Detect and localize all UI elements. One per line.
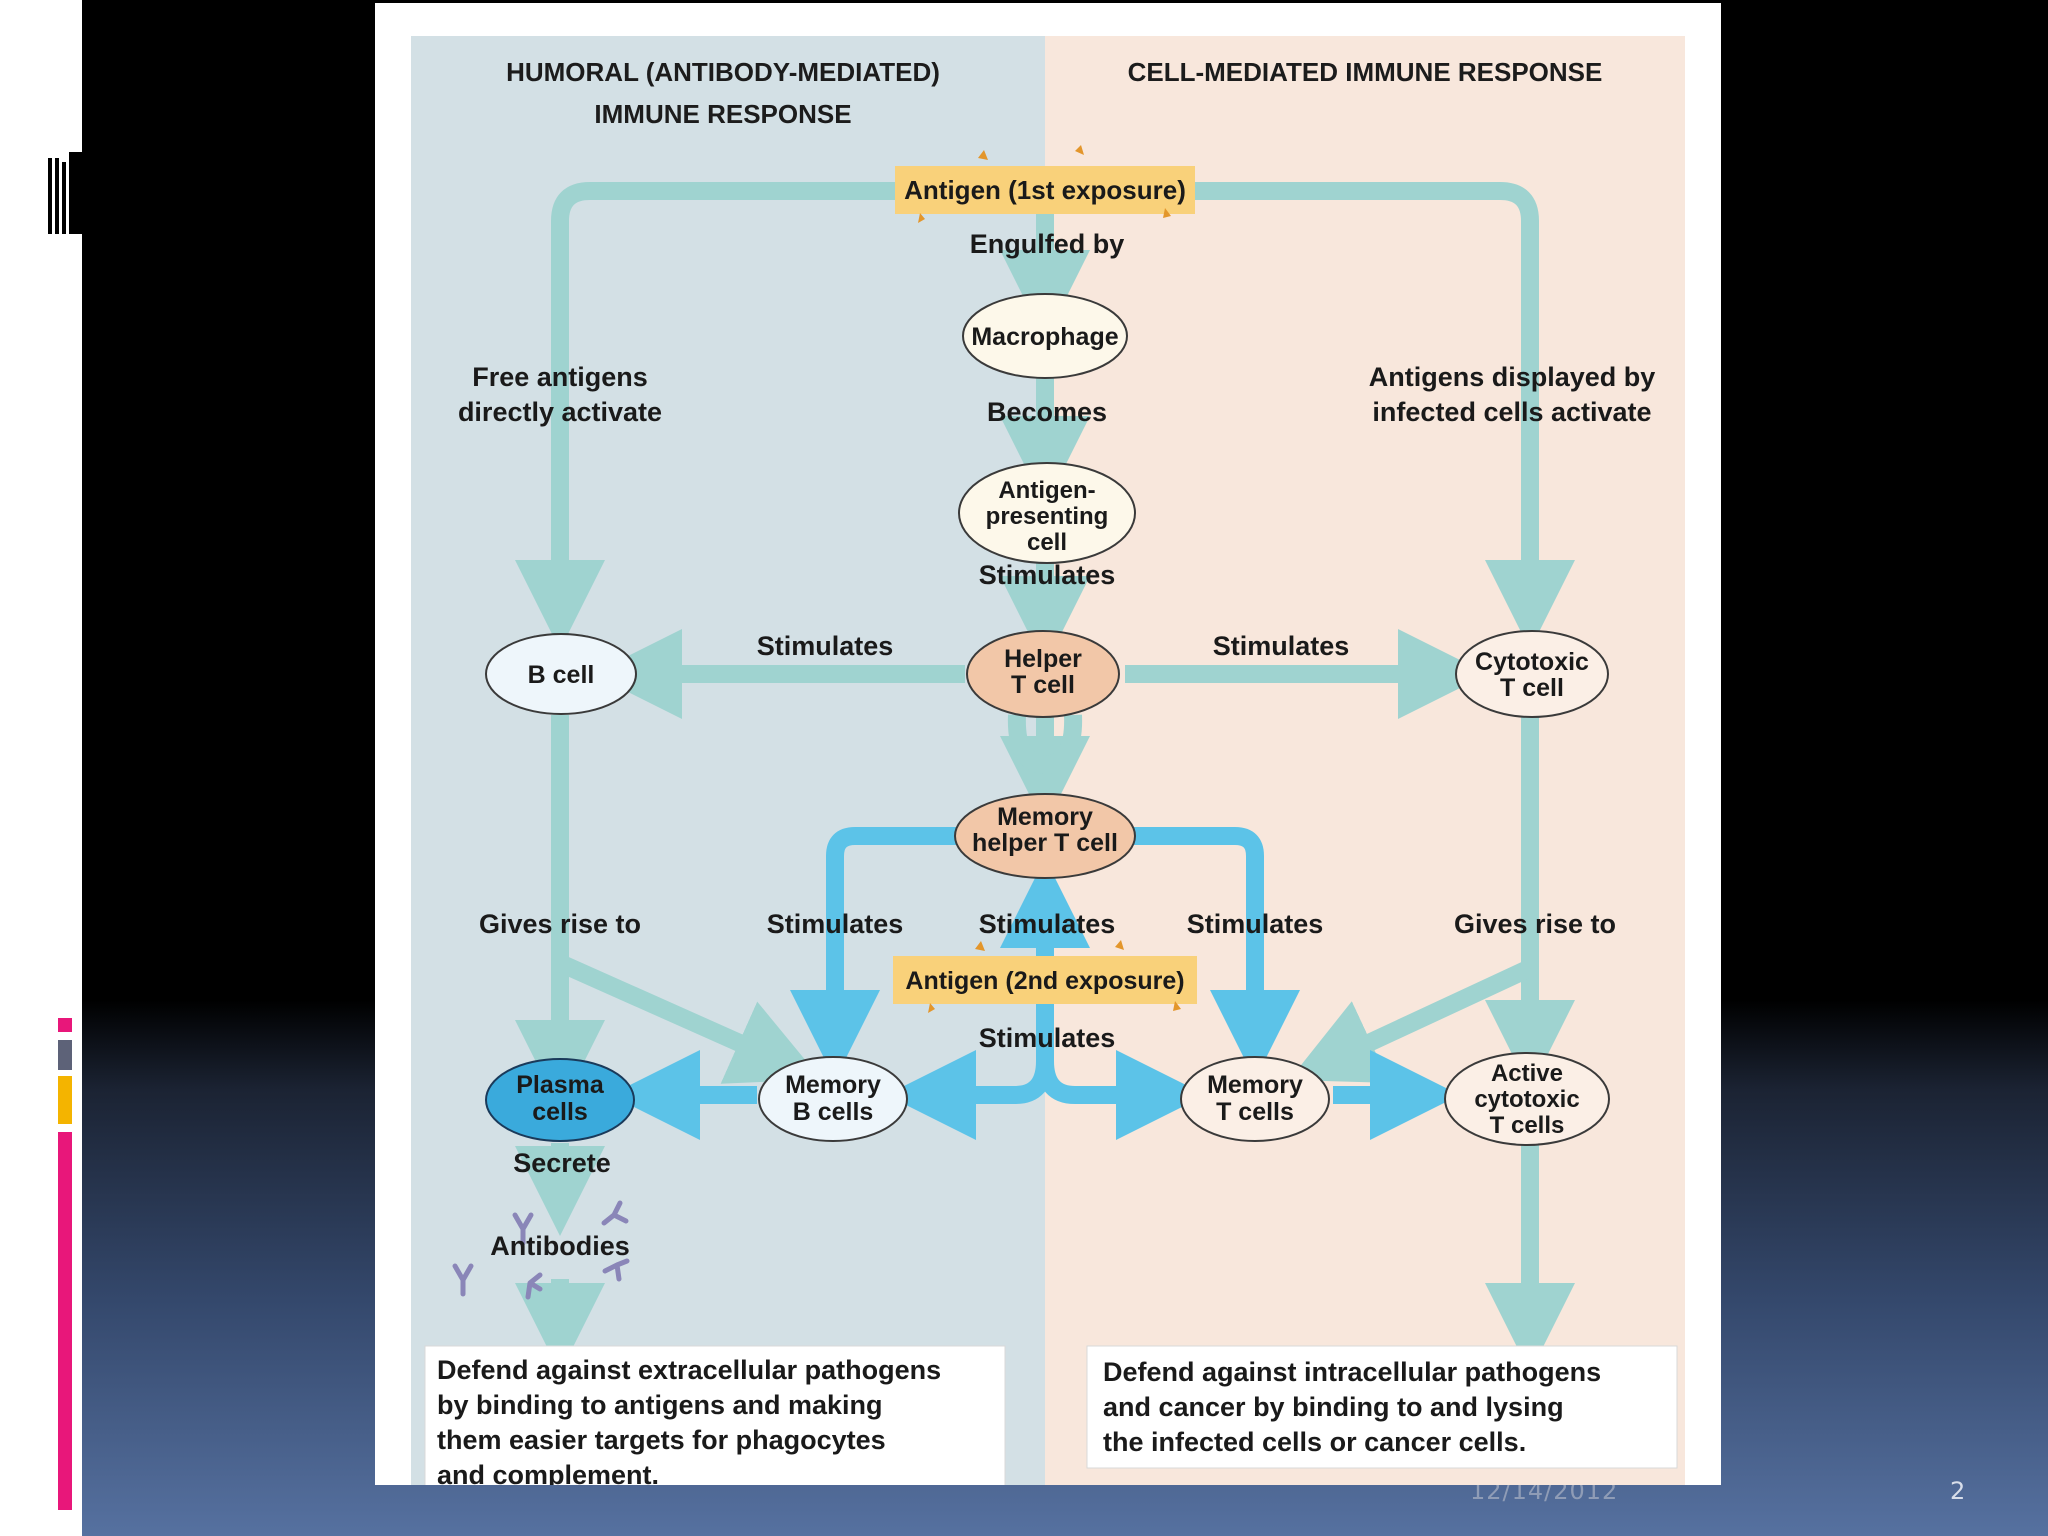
apc-label-line1: Antigen- xyxy=(998,477,1095,504)
apc-label-line2: presenting xyxy=(986,503,1109,530)
immune-response-diagram: HUMORAL (ANTIBODY-MEDIATED) IMMUNE RESPO… xyxy=(375,3,1721,1485)
cytotoxic-t-label-line1: Cytotoxic xyxy=(1475,648,1589,676)
arrow-antigen-to-cytotoxic xyxy=(1195,182,1575,650)
plasma-cells-node: Plasma cells xyxy=(485,1058,635,1142)
secrete-label: Secrete xyxy=(513,1148,611,1178)
gives-rise-right-label: Gives rise to xyxy=(1454,909,1616,939)
accent-bar-1 xyxy=(58,1018,72,1032)
cell-outcome-line3: the infected cells or cancer cells. xyxy=(1103,1427,1526,1457)
memory-t-label-line1: Memory xyxy=(1207,1071,1303,1099)
cytotoxic-t-node: Cytotoxic T cell xyxy=(1455,630,1609,718)
memory-helper-label-line2: helper T cell xyxy=(972,829,1118,857)
macrophage-label: Macrophage xyxy=(971,323,1118,351)
engulfed-by-label: Engulfed by xyxy=(970,229,1125,259)
antibody-icons xyxy=(452,1200,630,1300)
active-cytotoxic-line2: cytotoxic xyxy=(1474,1086,1579,1113)
stimulates-mem-center-label: Stimulates xyxy=(979,909,1116,939)
arrow-cytotoxic-to-memory-t xyxy=(1289,959,1534,1083)
apc-label-line3: cell xyxy=(1027,529,1067,556)
cytotoxic-t-label-line2: T cell xyxy=(1500,674,1564,702)
antigen-first-label: Antigen (1st exposure) xyxy=(904,175,1186,205)
gives-rise-left-label: Gives rise to xyxy=(479,909,641,939)
free-antigens-line1: Free antigens xyxy=(472,362,648,392)
antigens-displayed-line1: Antigens displayed by xyxy=(1369,362,1656,392)
cell-outcome-line2: and cancer by binding to and lysing xyxy=(1103,1392,1564,1422)
humoral-outcome-box: Defend against extracellular pathogens b… xyxy=(424,1345,1006,1485)
memory-b-label-line2: B cells xyxy=(793,1098,874,1126)
memory-helper-t-node: Memory helper T cell xyxy=(954,793,1136,879)
accent-bar-3 xyxy=(58,1076,72,1124)
b-cell-node: B cell xyxy=(485,633,637,715)
humoral-title-line2: IMMUNE RESPONSE xyxy=(594,99,851,129)
antigens-displayed-line2: infected cells activate xyxy=(1372,397,1651,427)
humoral-panel xyxy=(411,36,1045,1485)
accent-bar-2 xyxy=(58,1040,72,1070)
stimulates-mem-left-label: Stimulates xyxy=(767,909,904,939)
slide-page-number: 2 xyxy=(1950,1477,1967,1505)
memory-helper-label-line1: Memory xyxy=(997,803,1093,831)
stimulates-left-label: Stimulates xyxy=(757,631,894,661)
memory-t-label-line2: T cells xyxy=(1216,1098,1294,1126)
helper-self-loop xyxy=(1007,714,1083,774)
slide-bars-icon xyxy=(48,152,82,238)
arrow-antigen-to-bcell xyxy=(515,182,895,650)
arrow-memory-helper-to-memory-b xyxy=(790,827,965,1080)
humoral-title-line1: HUMORAL (ANTIBODY-MEDIATED) xyxy=(506,57,940,87)
plasma-label-line2: cells xyxy=(532,1098,588,1126)
b-cell-label: B cell xyxy=(528,661,595,689)
accent-bar-4 xyxy=(58,1132,72,1510)
humoral-outcome-line4: and complement. xyxy=(437,1460,659,1485)
stimulates-apc-label: Stimulates xyxy=(979,560,1116,590)
antibodies-label: Antibodies xyxy=(490,1231,630,1261)
free-antigens-line2: directly activate xyxy=(458,397,662,427)
memory-b-label-line1: Memory xyxy=(785,1071,881,1099)
arrow-bcell-to-memory-b xyxy=(556,954,822,1084)
cell-mediated-title: CELL-MEDIATED IMMUNE RESPONSE xyxy=(1128,57,1603,87)
humoral-outcome-line2: by binding to antigens and making xyxy=(437,1390,883,1420)
stimulates-right-label: Stimulates xyxy=(1213,631,1350,661)
active-cytotoxic-node: Active cytotoxic T cells xyxy=(1444,1052,1610,1146)
memory-t-node: Memory T cells xyxy=(1180,1056,1330,1142)
arrow-second-antigen-to-memory-t xyxy=(1036,1050,1206,1140)
active-cytotoxic-line1: Active xyxy=(1491,1060,1563,1087)
antigen-second-box: Antigen (2nd exposure) xyxy=(893,940,1197,1013)
helper-t-node: Helper T cell xyxy=(966,630,1120,718)
plasma-label-line1: Plasma xyxy=(516,1071,605,1099)
helper-t-label-line1: Helper xyxy=(1004,645,1082,673)
stimulates-second-label: Stimulates xyxy=(979,1023,1116,1053)
memory-b-node: Memory B cells xyxy=(758,1056,908,1142)
stimulates-mem-right-label: Stimulates xyxy=(1187,909,1324,939)
antigen-second-label: Antigen (2nd exposure) xyxy=(905,967,1184,995)
apc-node: Antigen- presenting cell xyxy=(958,462,1136,564)
humoral-outcome-line1: Defend against extracellular pathogens xyxy=(437,1355,941,1385)
cell-outcome-line1: Defend against intracellular pathogens xyxy=(1103,1357,1601,1387)
active-cytotoxic-line3: T cells xyxy=(1490,1112,1565,1139)
macrophage-node: Macrophage xyxy=(962,293,1128,379)
arrow-memory-helper-to-memory-t xyxy=(1125,827,1300,1080)
becomes-label: Becomes xyxy=(987,397,1107,427)
humoral-outcome-line3: them easier targets for phagocytes xyxy=(437,1425,886,1455)
cell-outcome-box: Defend against intracellular pathogens a… xyxy=(1086,1345,1678,1469)
cell-mediated-panel xyxy=(1045,36,1685,1485)
helper-t-label-line2: T cell xyxy=(1011,671,1075,699)
antigen-first-box: Antigen (1st exposure) xyxy=(895,145,1195,223)
